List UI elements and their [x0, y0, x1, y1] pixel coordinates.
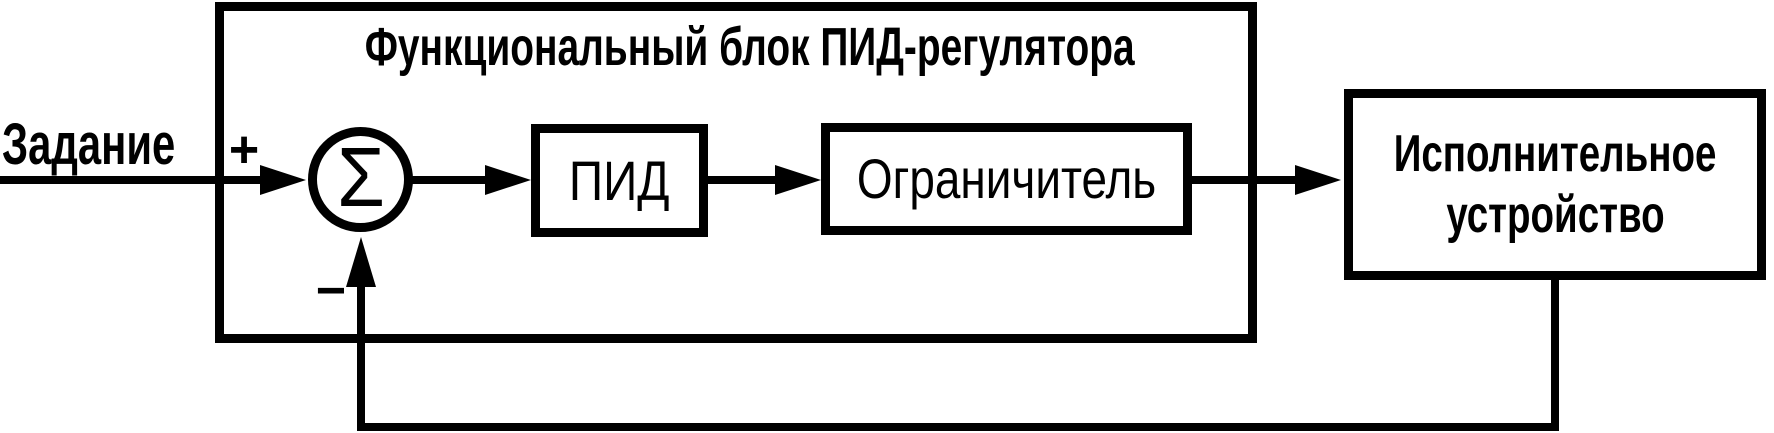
limiter-to-actuator-line [1190, 176, 1297, 184]
diagram-title-text: Функциональный блок ПИД-регулятора [364, 17, 1135, 77]
actuator-label-line1: Исполнительное [1393, 125, 1717, 184]
sum-plus-sign: + [226, 124, 262, 176]
limiter-to-actuator-arrowhead-icon [1295, 165, 1341, 195]
pid-block: ПИД [531, 124, 708, 237]
actuator-block-label: Исполнительное устройство [1337, 124, 1773, 245]
setpoint-line [0, 176, 263, 184]
pid-function-block-frame [215, 2, 1257, 343]
pid-to-limiter-arrowhead-icon [775, 165, 821, 195]
feedback-line-bottom [357, 423, 1559, 431]
sigma-symbol: Σ [336, 129, 385, 224]
sum-minus-sign: − [311, 265, 351, 317]
setpoint-label-text: Задание [2, 112, 176, 177]
pid-to-limiter-line [706, 176, 777, 184]
diagram-title: Функциональный блок ПИД-регулятора [215, 20, 1135, 74]
actuator-block: Исполнительное устройство [1344, 89, 1766, 280]
pid-block-label: ПИД [569, 148, 670, 212]
sum-to-pid-line [411, 176, 487, 184]
sum-to-pid-arrowhead-icon [485, 165, 531, 195]
summing-junction: Σ [308, 127, 413, 232]
actuator-label-line2: устройство [1445, 185, 1665, 244]
setpoint-arrowhead-icon [260, 165, 306, 195]
setpoint-label: Задание [2, 116, 243, 174]
limiter-block: Ограничитель [821, 123, 1192, 235]
feedback-arrowhead-icon [346, 237, 376, 287]
feedback-line-right-vertical [1551, 278, 1559, 431]
limiter-block-label: Ограничитель [856, 147, 1157, 210]
minus-sign-text: − [315, 262, 347, 320]
feedback-line-left-vertical [357, 285, 365, 431]
plus-sign-text: + [228, 121, 260, 179]
